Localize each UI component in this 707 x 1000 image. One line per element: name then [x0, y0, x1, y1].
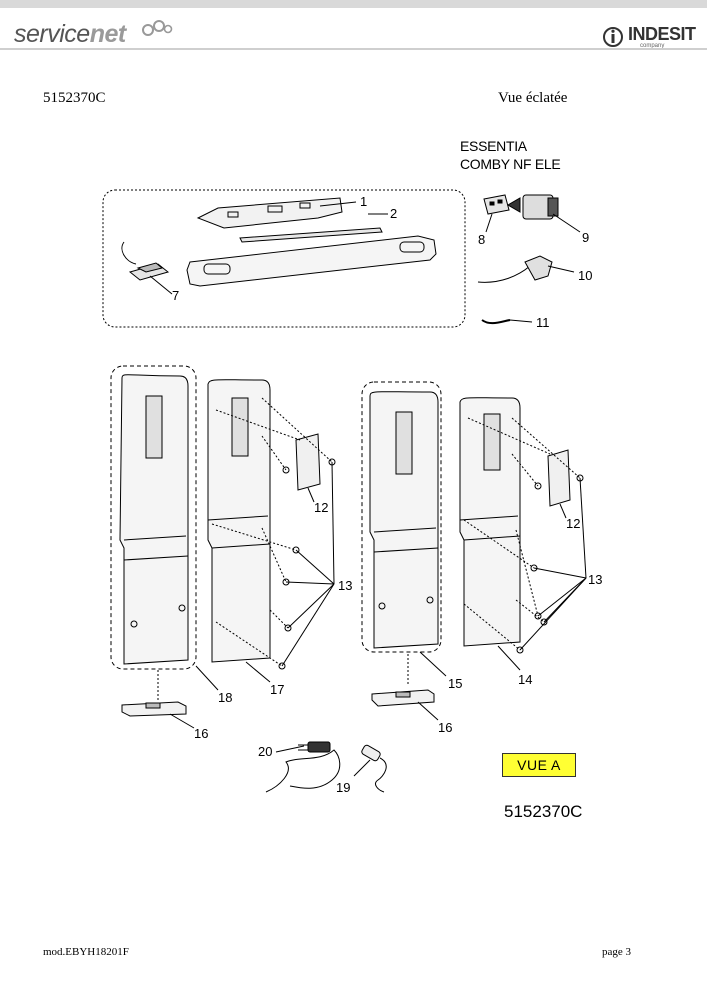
part-label-13-left: 13	[338, 578, 352, 593]
part-12-right-shape	[547, 449, 571, 507]
part-label-17: 17	[270, 682, 284, 697]
screw-guide-lines	[211, 397, 581, 667]
indesit-logo-subtext: company	[640, 43, 665, 49]
view-tag: VUE A	[502, 753, 576, 777]
model-name: ESSENTIA COMBY NF ELE	[460, 137, 561, 173]
liner-15-outline	[361, 381, 442, 653]
page-header: servicenet INDESIT company	[0, 8, 707, 52]
part-label-20: 20	[258, 744, 272, 759]
document-view-title: Vue éclatée	[498, 90, 568, 106]
part-1-shape	[196, 197, 343, 229]
liner-18-outline	[110, 365, 197, 670]
footer-page-number: page 3	[602, 946, 632, 958]
part-label-13-right: 13	[588, 572, 602, 587]
liner-17-shape	[207, 379, 271, 663]
part-8-shape	[483, 194, 510, 215]
document-code: 5152370C	[43, 90, 106, 106]
part-16-left-shape	[121, 701, 187, 717]
servicenet-logo: servicenet	[14, 20, 126, 49]
part-label-15: 15	[448, 676, 462, 691]
part-label-7: 7	[172, 288, 179, 303]
header-divider	[0, 48, 707, 50]
logo-text-net: net	[89, 20, 127, 48]
handle-group-outline	[102, 189, 466, 328]
top-bar	[0, 0, 707, 8]
part-10-shape	[524, 255, 553, 281]
part-label-18: 18	[218, 690, 232, 705]
part-label-12-right: 12	[566, 516, 580, 531]
liner-18-shape	[119, 374, 189, 665]
part-label-19: 19	[336, 780, 350, 795]
part-label-16-left: 16	[194, 726, 208, 741]
part-2-shape	[239, 227, 383, 243]
part-label-14: 14	[518, 672, 532, 687]
indesit-logo-text: INDESIT	[628, 24, 696, 44]
part-label-16-right: 16	[438, 720, 452, 735]
part-label-8: 8	[478, 232, 485, 247]
part-label-12-left: 12	[314, 500, 328, 515]
handle-shape	[186, 235, 437, 287]
part-label-9: 9	[582, 230, 589, 245]
liner-15-shape	[369, 391, 439, 649]
part-label-11: 11	[536, 315, 550, 330]
part-19-shape	[361, 744, 381, 762]
logo-text-service: service	[14, 20, 90, 48]
part-label-2: 2	[390, 206, 397, 221]
part-label-10: 10	[578, 268, 592, 283]
part-11-shape	[481, 319, 511, 325]
gear-icon	[142, 20, 173, 36]
indesit-logo-icon	[603, 27, 623, 47]
diagram-code: 5152370C	[504, 802, 583, 821]
part-label-1: 1	[360, 194, 367, 209]
part-20-shape	[265, 749, 341, 793]
footer-model-ref: mod.EBYH18201F	[43, 946, 129, 958]
model-line-2: COMBY NF ELE	[460, 156, 561, 172]
model-line-1: ESSENTIA	[460, 138, 527, 154]
part-12-left-shape	[295, 433, 321, 491]
